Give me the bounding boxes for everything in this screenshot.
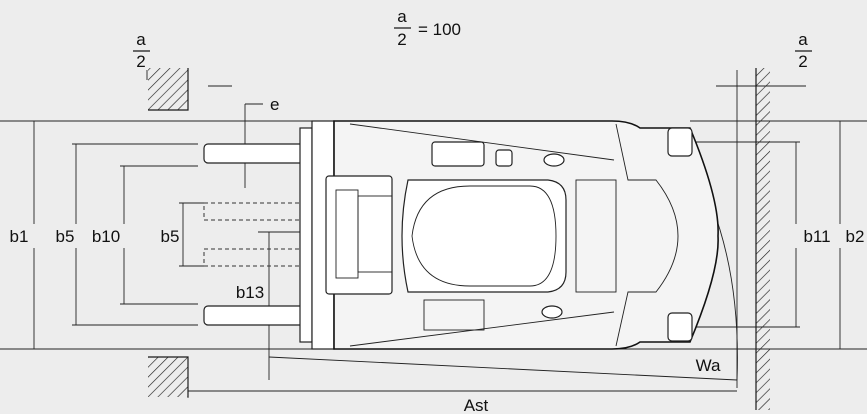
wa-diagonal-line	[268, 356, 738, 381]
wa-label: Wa	[696, 356, 721, 375]
scale-value: = 100	[418, 20, 461, 39]
b1-label: b1	[10, 227, 29, 246]
fork-inner-bottom-dashed	[203, 248, 307, 267]
left-clearance-numerator: a	[136, 30, 146, 49]
ast-label: Ast	[464, 396, 489, 414]
scale-denominator: 2	[397, 30, 406, 49]
right-wall-hatch	[756, 68, 770, 410]
b5-inner-label: b5	[161, 227, 180, 246]
fork-inner-top-dashed	[203, 202, 307, 221]
left-clearance-denominator: 2	[136, 52, 145, 71]
right-clearance-denominator: 2	[798, 52, 807, 71]
fork-top	[203, 143, 311, 164]
rear-wheel-bottom	[667, 312, 693, 342]
right-clearance: a 2	[716, 30, 812, 87]
chassis-line-bottom	[349, 311, 615, 347]
left-top-wall-hatch	[148, 68, 188, 110]
b2-label: b2	[846, 227, 865, 246]
control-lever	[495, 149, 513, 167]
operator-seat-outline	[401, 179, 567, 293]
rear-wheel-top	[667, 127, 693, 157]
b11-label: b11	[803, 227, 830, 246]
step-plate	[423, 299, 485, 331]
e-label: e	[270, 95, 279, 114]
scale-numerator: a	[397, 7, 407, 26]
fork-carriage	[299, 127, 313, 343]
scale-note: a 2 = 100	[394, 7, 461, 49]
right-clearance-numerator: a	[798, 30, 808, 49]
chassis-line-top	[349, 123, 615, 161]
counterweight	[615, 123, 679, 347]
b13-label: b13	[236, 283, 264, 302]
left-top-wall-edge	[148, 68, 189, 111]
fork-bottom	[203, 305, 311, 326]
b10-label: b10	[92, 227, 120, 246]
lift-chain-housing	[357, 195, 393, 273]
operator-seat-cushion	[411, 185, 557, 287]
engine-cover	[575, 179, 617, 293]
left-bottom-wall-hatch	[148, 357, 188, 397]
forklift-top-view	[203, 120, 719, 350]
control-panel	[431, 141, 485, 167]
steering-knob-bottom	[541, 305, 563, 319]
left-dimensions: b1 b5 b10 b5 e b13	[0, 95, 312, 380]
right-dimensions: b11 b2	[690, 120, 867, 350]
steering-knob-top	[543, 153, 565, 167]
left-clearance: a 2	[133, 30, 232, 111]
b5-outer-label: b5	[56, 227, 75, 246]
